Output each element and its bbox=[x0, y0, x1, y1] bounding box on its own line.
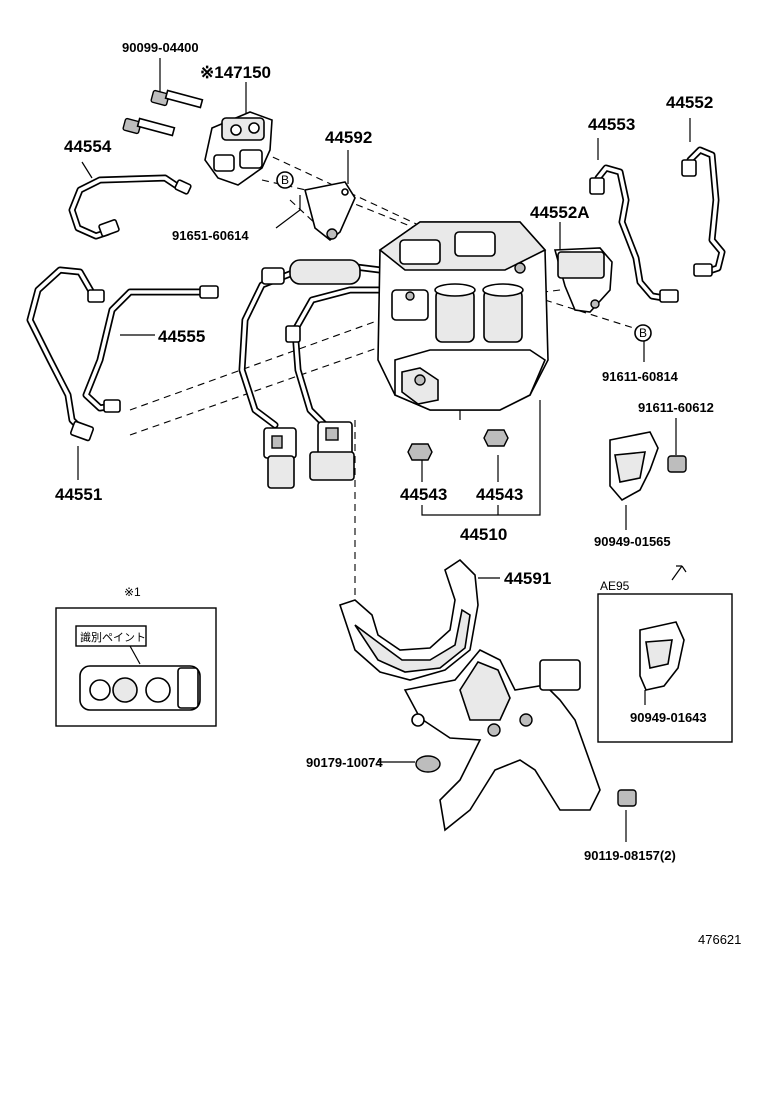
marker-b-lower: B bbox=[634, 324, 652, 342]
ground-bolt bbox=[285, 325, 301, 343]
note-1-panel bbox=[55, 607, 217, 727]
brake-pipe-44553 bbox=[589, 164, 679, 303]
label-44591: 44591 bbox=[504, 569, 551, 588]
label-90179-10074: 90179-10074 bbox=[306, 755, 383, 770]
label-44510: 44510 bbox=[460, 525, 507, 544]
connector-right bbox=[309, 421, 355, 481]
bracket-44592 bbox=[304, 181, 356, 242]
label-ae95: AE95 bbox=[600, 579, 630, 593]
label-90099-04400: 90099-04400 bbox=[122, 40, 199, 55]
bracket-44552a bbox=[553, 247, 613, 313]
part-labels: 90099-04400 ※147150 44554 44592 91651-60… bbox=[55, 40, 741, 947]
marker-b-text: B bbox=[639, 326, 647, 340]
label-44552: 44552 bbox=[666, 93, 713, 112]
label-91611-60612: 91611-60612 bbox=[638, 400, 714, 415]
label-identification-paint: 識別ペイント bbox=[80, 631, 146, 644]
ae95-variant-panel bbox=[597, 565, 733, 743]
label-note-1: ※1 bbox=[124, 585, 141, 599]
brake-pipe-44551 bbox=[69, 420, 95, 442]
nut-44543-right bbox=[483, 429, 509, 447]
connector-left bbox=[263, 427, 297, 489]
brake-pipe-44555 bbox=[26, 266, 219, 434]
label-90949-01565: 90949-01565 bbox=[594, 534, 671, 549]
marker-b-text: B bbox=[281, 173, 289, 187]
nut-90179-10074 bbox=[415, 755, 441, 773]
abs-actuator-44510 bbox=[377, 221, 549, 420]
wire-harness bbox=[238, 259, 389, 434]
bolt-90119-08157 bbox=[617, 789, 637, 807]
brake-pipe-44554 bbox=[68, 174, 192, 240]
label-90119-08157: 90119-08157(2) bbox=[584, 848, 676, 863]
label-44543-right: 44543 bbox=[476, 485, 523, 504]
label-47150: ※147150 bbox=[200, 63, 271, 82]
label-44555: 44555 bbox=[158, 327, 205, 346]
brake-pipe-44552 bbox=[681, 146, 726, 277]
label-44592: 44592 bbox=[325, 128, 372, 147]
bracket-44591 bbox=[338, 558, 479, 681]
leader-lines bbox=[77, 58, 691, 842]
label-90949-01643: 90949-01643 bbox=[630, 710, 707, 725]
clamp-90949-01565 bbox=[609, 431, 659, 502]
bolt-91611-60612 bbox=[667, 455, 687, 473]
proportioning-valve-47150 bbox=[204, 111, 273, 186]
mounting-bracket-lower bbox=[403, 649, 601, 832]
label-44543-left: 44543 bbox=[400, 485, 447, 504]
label-44553: 44553 bbox=[588, 115, 635, 134]
bolt-second bbox=[122, 117, 176, 137]
nut-44543-left bbox=[407, 443, 433, 461]
label-44552a: 44552A bbox=[530, 203, 590, 222]
figure-id: 476621 bbox=[698, 932, 741, 947]
label-91651-60614: 91651-60614 bbox=[172, 228, 249, 243]
label-44554: 44554 bbox=[64, 137, 112, 156]
label-91611-60814: 91611-60814 bbox=[602, 369, 679, 384]
marker-b-upper: B bbox=[276, 171, 294, 189]
bolt-90099-04400 bbox=[150, 89, 204, 109]
label-44551: 44551 bbox=[55, 485, 102, 504]
